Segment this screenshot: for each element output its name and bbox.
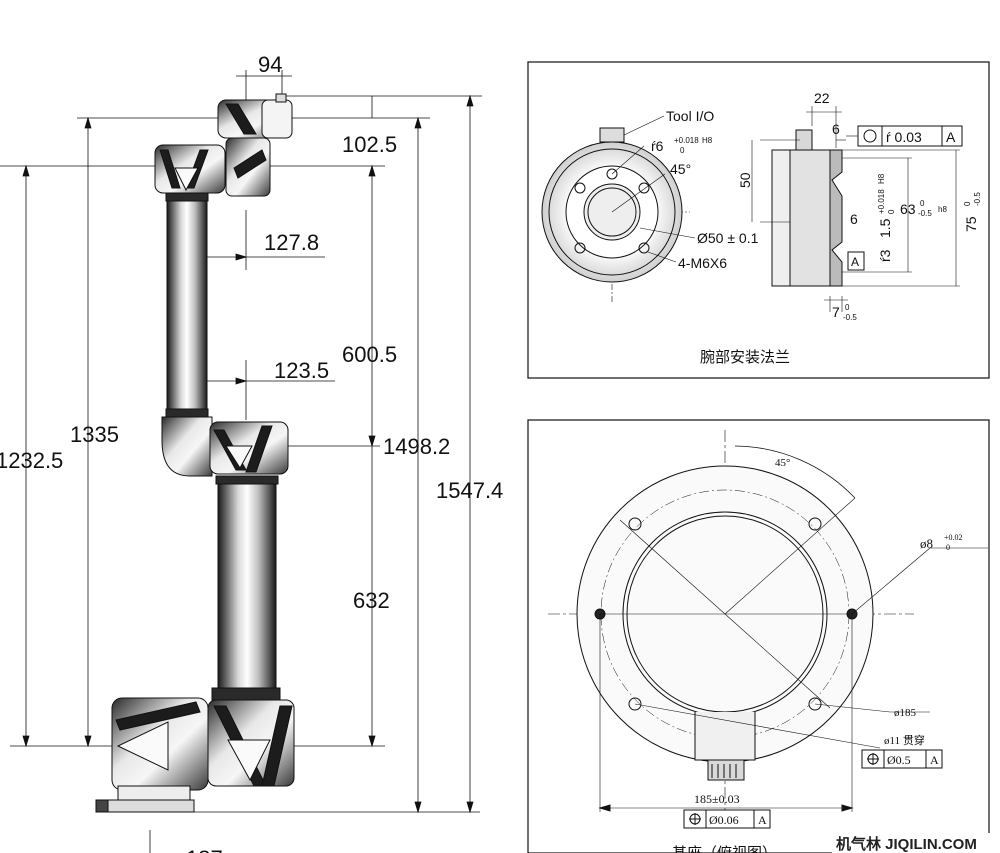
elbow-joint xyxy=(161,416,289,477)
dim-1547-4: 1547.4 xyxy=(436,478,503,503)
base-dia11: ø11 贯穿 xyxy=(884,733,925,747)
watermark: 机气林 JIQILIN.COM xyxy=(836,835,977,853)
flange-d1-5-tol-upper: +0.018 xyxy=(877,189,886,214)
base-top-view xyxy=(548,430,988,829)
dim-102-5: 102.5 xyxy=(342,132,397,157)
flange-d7: 7 xyxy=(832,304,840,320)
flange-r6: ŕ6 xyxy=(651,138,664,154)
flange-d7-tol-lower: -0.5 xyxy=(843,313,857,322)
upper-arm-tube xyxy=(165,192,209,418)
dim-1232-5: 1232.5 xyxy=(0,448,63,473)
flange-d63-tol-lower: -0.5 xyxy=(918,209,932,218)
flange-fcf-flatness: ŕ 0.03 xyxy=(886,129,922,145)
base-pos-datum-1: A xyxy=(930,753,939,767)
flange-angle-45: 45° xyxy=(670,161,691,177)
watermark-bg xyxy=(832,833,1000,853)
dim-600-5: 600.5 xyxy=(342,342,397,367)
dim-1498-2: 1498.2 xyxy=(383,434,450,459)
flange-d6a: 6 xyxy=(832,121,840,137)
shoulder-joint xyxy=(207,699,295,787)
base-dia185: ø185 xyxy=(894,707,917,719)
flange-d22: 22 xyxy=(814,90,830,106)
flange-d50: 50 xyxy=(737,172,753,188)
flange-d75-tol-lower: -0.5 xyxy=(973,192,982,206)
flange-d75: 75 xyxy=(963,216,979,232)
flange-dia-50: Ø50 ± 0.1 xyxy=(697,230,759,246)
base-pos-tol-1: Ø0.5 xyxy=(887,753,911,767)
lower-arm-tube xyxy=(211,475,281,701)
flange-d6b: 6 xyxy=(850,211,858,227)
wrist-1-joint xyxy=(154,144,226,194)
dim-94: 94 xyxy=(258,52,282,77)
base-caption: 基座（俯视图） xyxy=(672,844,777,853)
base-d185: 185±0.03 xyxy=(694,792,740,806)
flange-d1-5-tol-lower: 0 xyxy=(887,209,896,214)
flange-d63-tol-upper: 0 xyxy=(920,199,925,208)
base-joint xyxy=(95,697,209,813)
base-angle-45: 45° xyxy=(775,457,790,469)
flange-front-view xyxy=(541,115,696,304)
base-dia8: ø8 xyxy=(920,536,933,551)
flange-m6: 4-M6X6 xyxy=(678,255,727,271)
arm-vertical-dims xyxy=(22,94,474,814)
base-panel: 45° ø8 +0.02 0 ø185 ø11 贯穿 Ø0.5 A 185±0.… xyxy=(527,419,990,853)
flange-r6-fit: H8 xyxy=(702,136,713,145)
dim-632: 632 xyxy=(353,588,390,613)
flange-r6-tol-upper: +0.018 xyxy=(674,136,699,145)
flange-side-view xyxy=(751,106,963,312)
flange-d7-tol-upper: 0 xyxy=(845,303,850,312)
flange-panel-border xyxy=(527,61,990,379)
wrist-2-joint xyxy=(225,137,271,197)
flange-d1-5-fit: H8 xyxy=(877,173,886,184)
flange-d63-fit: h8 xyxy=(938,205,947,214)
dim-1335: 1335 xyxy=(70,422,119,447)
base-dia8-tol-lower: 0 xyxy=(946,543,950,552)
flange-r3: ŕ3 xyxy=(877,249,893,262)
base-pos-datum-2: A xyxy=(758,813,767,827)
base-pos-tol-2: Ø0.06 xyxy=(709,813,739,827)
flange-tool-io: Tool I/O xyxy=(666,108,714,124)
dim-123-5: 123.5 xyxy=(274,358,329,383)
robot-arm-view xyxy=(0,70,482,853)
base-panel-border xyxy=(527,419,990,853)
flange-fcf-datum: A xyxy=(946,129,956,145)
flange-d75-tol-upper: 0 xyxy=(963,201,972,206)
arm-dimension-labels: 94 102.5 127.8 600.5 123.5 1335 1232.5 1… xyxy=(0,52,503,853)
dim-127-8: 127.8 xyxy=(264,230,319,255)
flange-d1-5: 1.5 xyxy=(877,218,893,238)
flange-caption: 腕部安装法兰 xyxy=(700,348,790,366)
dim-187: 187 xyxy=(186,846,223,853)
wrist-3-joint xyxy=(217,93,293,139)
flange-datum-a: A xyxy=(851,255,859,269)
flange-r6-tol-lower: 0 xyxy=(680,146,685,155)
flange-d63: 63 xyxy=(900,201,916,217)
base-dia8-tol: +0.02 xyxy=(944,533,963,542)
flange-panel: Tool I/O ŕ6 +0.018 0 H8 45° Ø50 ± 0.1 4-… xyxy=(527,61,990,379)
